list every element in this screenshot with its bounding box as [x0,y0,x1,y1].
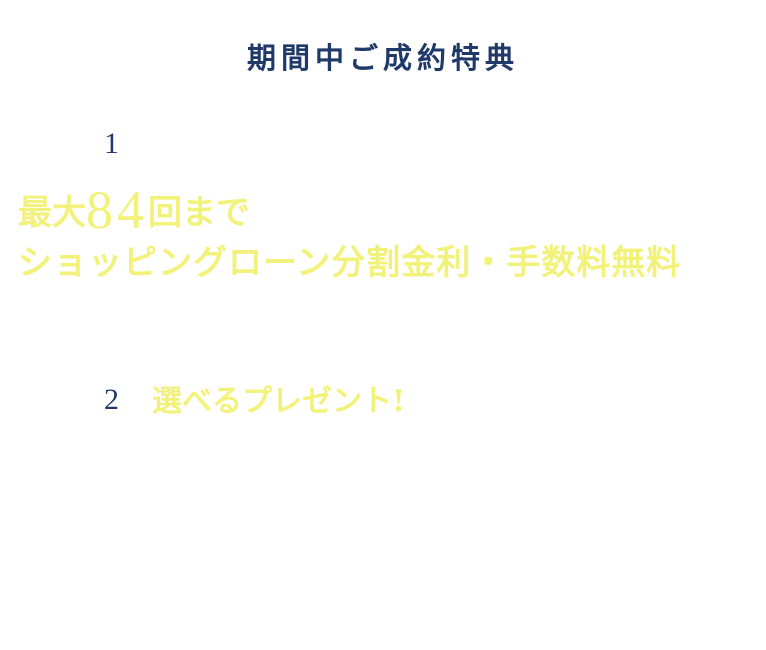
benefit-1-prefix: 最大 [18,193,86,233]
benefit-1-headline: 最大84回まで [18,183,250,240]
benefit-1-description: ショッピングローン分割金利・手数料無料 [18,243,682,283]
benefit-1-installments-number: 84 [86,180,148,240]
benefit-1-suffix: 回まで [148,193,250,233]
benefit-2-text: 選べるプレゼント! [152,384,406,419]
benefit-number-1: 1 [104,127,119,160]
benefit-number-2: 2 [104,383,119,416]
page-title: 期間中ご成約特典 [246,41,519,75]
